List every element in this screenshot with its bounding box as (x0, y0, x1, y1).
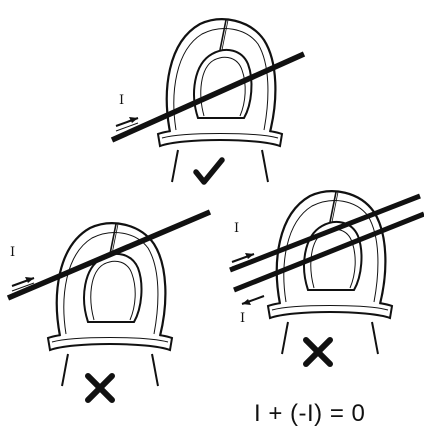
current-label: I (119, 93, 124, 108)
conductor-wire-forward (229, 193, 421, 273)
x-mark-icon (85, 373, 115, 403)
reverse-current-label: I (240, 311, 245, 326)
cancellation-equation: I + (-I) = 0 (254, 400, 366, 427)
current-label: I (10, 245, 15, 260)
current-label: I (234, 221, 239, 236)
conductor-wire (110, 51, 306, 143)
clamp-single-conductor-correct: I (110, 18, 306, 184)
conductor-wire (6, 209, 212, 301)
conductor-wire-return (233, 211, 424, 293)
clamp-misplaced-incorrect: I (6, 209, 212, 388)
clamp-two-conductors-incorrect: I I (229, 190, 424, 356)
check-mark-icon (193, 157, 225, 185)
x-mark-icon (303, 337, 333, 367)
